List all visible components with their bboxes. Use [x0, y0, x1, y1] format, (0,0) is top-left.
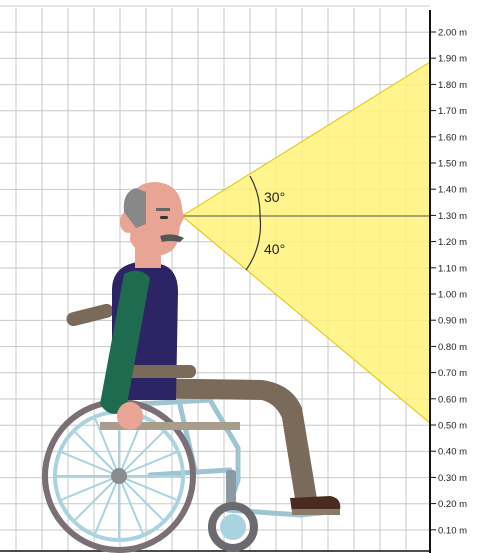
scale-tick-label: 0.70 m [438, 368, 467, 379]
eyebrow [156, 208, 170, 211]
wheel-spokes [57, 414, 181, 538]
scale-tick-label: 1.60 m [438, 132, 467, 143]
spoke [118, 475, 177, 501]
spoke [94, 418, 120, 477]
footrest [292, 509, 340, 515]
scale-tick-label: 1.00 m [438, 290, 467, 301]
angle-arc-down [245, 215, 262, 271]
spoke [74, 475, 120, 521]
hand [117, 402, 143, 430]
sleeve [100, 270, 150, 414]
scale-tick-label: 0.20 m [438, 499, 467, 510]
seated-person [66, 182, 341, 515]
wheel-hub [111, 468, 127, 484]
scale-tick-label: 1.30 m [438, 211, 467, 222]
scale-tick-label: 0.10 m [438, 525, 467, 536]
hair [123, 188, 146, 228]
angle-up-label: 30° [264, 189, 285, 205]
scale-tick-label: 0.90 m [438, 316, 467, 327]
mustache [160, 234, 184, 242]
caster-wheel [208, 502, 258, 552]
eye [160, 216, 168, 219]
spoke [118, 475, 164, 521]
scale-tick-label: 0.40 m [438, 447, 467, 458]
caster-hub [220, 514, 246, 540]
scale-tick-label: 1.80 m [438, 80, 467, 91]
scale-tick-label: 1.20 m [438, 237, 467, 248]
scale-tick-label: 1.50 m [438, 159, 467, 170]
caster-fork [226, 470, 236, 510]
shoe [290, 496, 341, 512]
spoke [94, 475, 120, 534]
spoke [118, 431, 164, 477]
spoke [61, 475, 120, 501]
push-handle [66, 303, 114, 327]
scale-tick-label: 0.60 m [438, 394, 467, 405]
scale-tick-label: 1.10 m [438, 263, 467, 274]
spoke [118, 451, 177, 477]
scale-tick-label: 2.00 m [438, 28, 467, 39]
scale-tick-label: 0.80 m [438, 342, 467, 353]
scale-tick-label: 1.40 m [438, 185, 467, 196]
spoke [74, 431, 120, 477]
field-of-view-cone [181, 61, 431, 425]
spoke [61, 451, 120, 477]
scale-tick-label: 0.50 m [438, 421, 467, 432]
seat-rail [100, 422, 240, 430]
scale-tick-label: 1.70 m [438, 106, 467, 117]
scale-tick-label: 0.30 m [438, 473, 467, 484]
scale-tick-label: 1.90 m [438, 54, 467, 65]
angle-arc-up [249, 175, 261, 217]
angle-down-label: 40° [264, 241, 285, 257]
wheelchair [42, 397, 333, 553]
spoke [118, 475, 144, 534]
height-scale: 2.00 m 1.90 m 1.80 m 1.70 m 1.60 m 1.50 m 1.40… [430, 28, 467, 536]
